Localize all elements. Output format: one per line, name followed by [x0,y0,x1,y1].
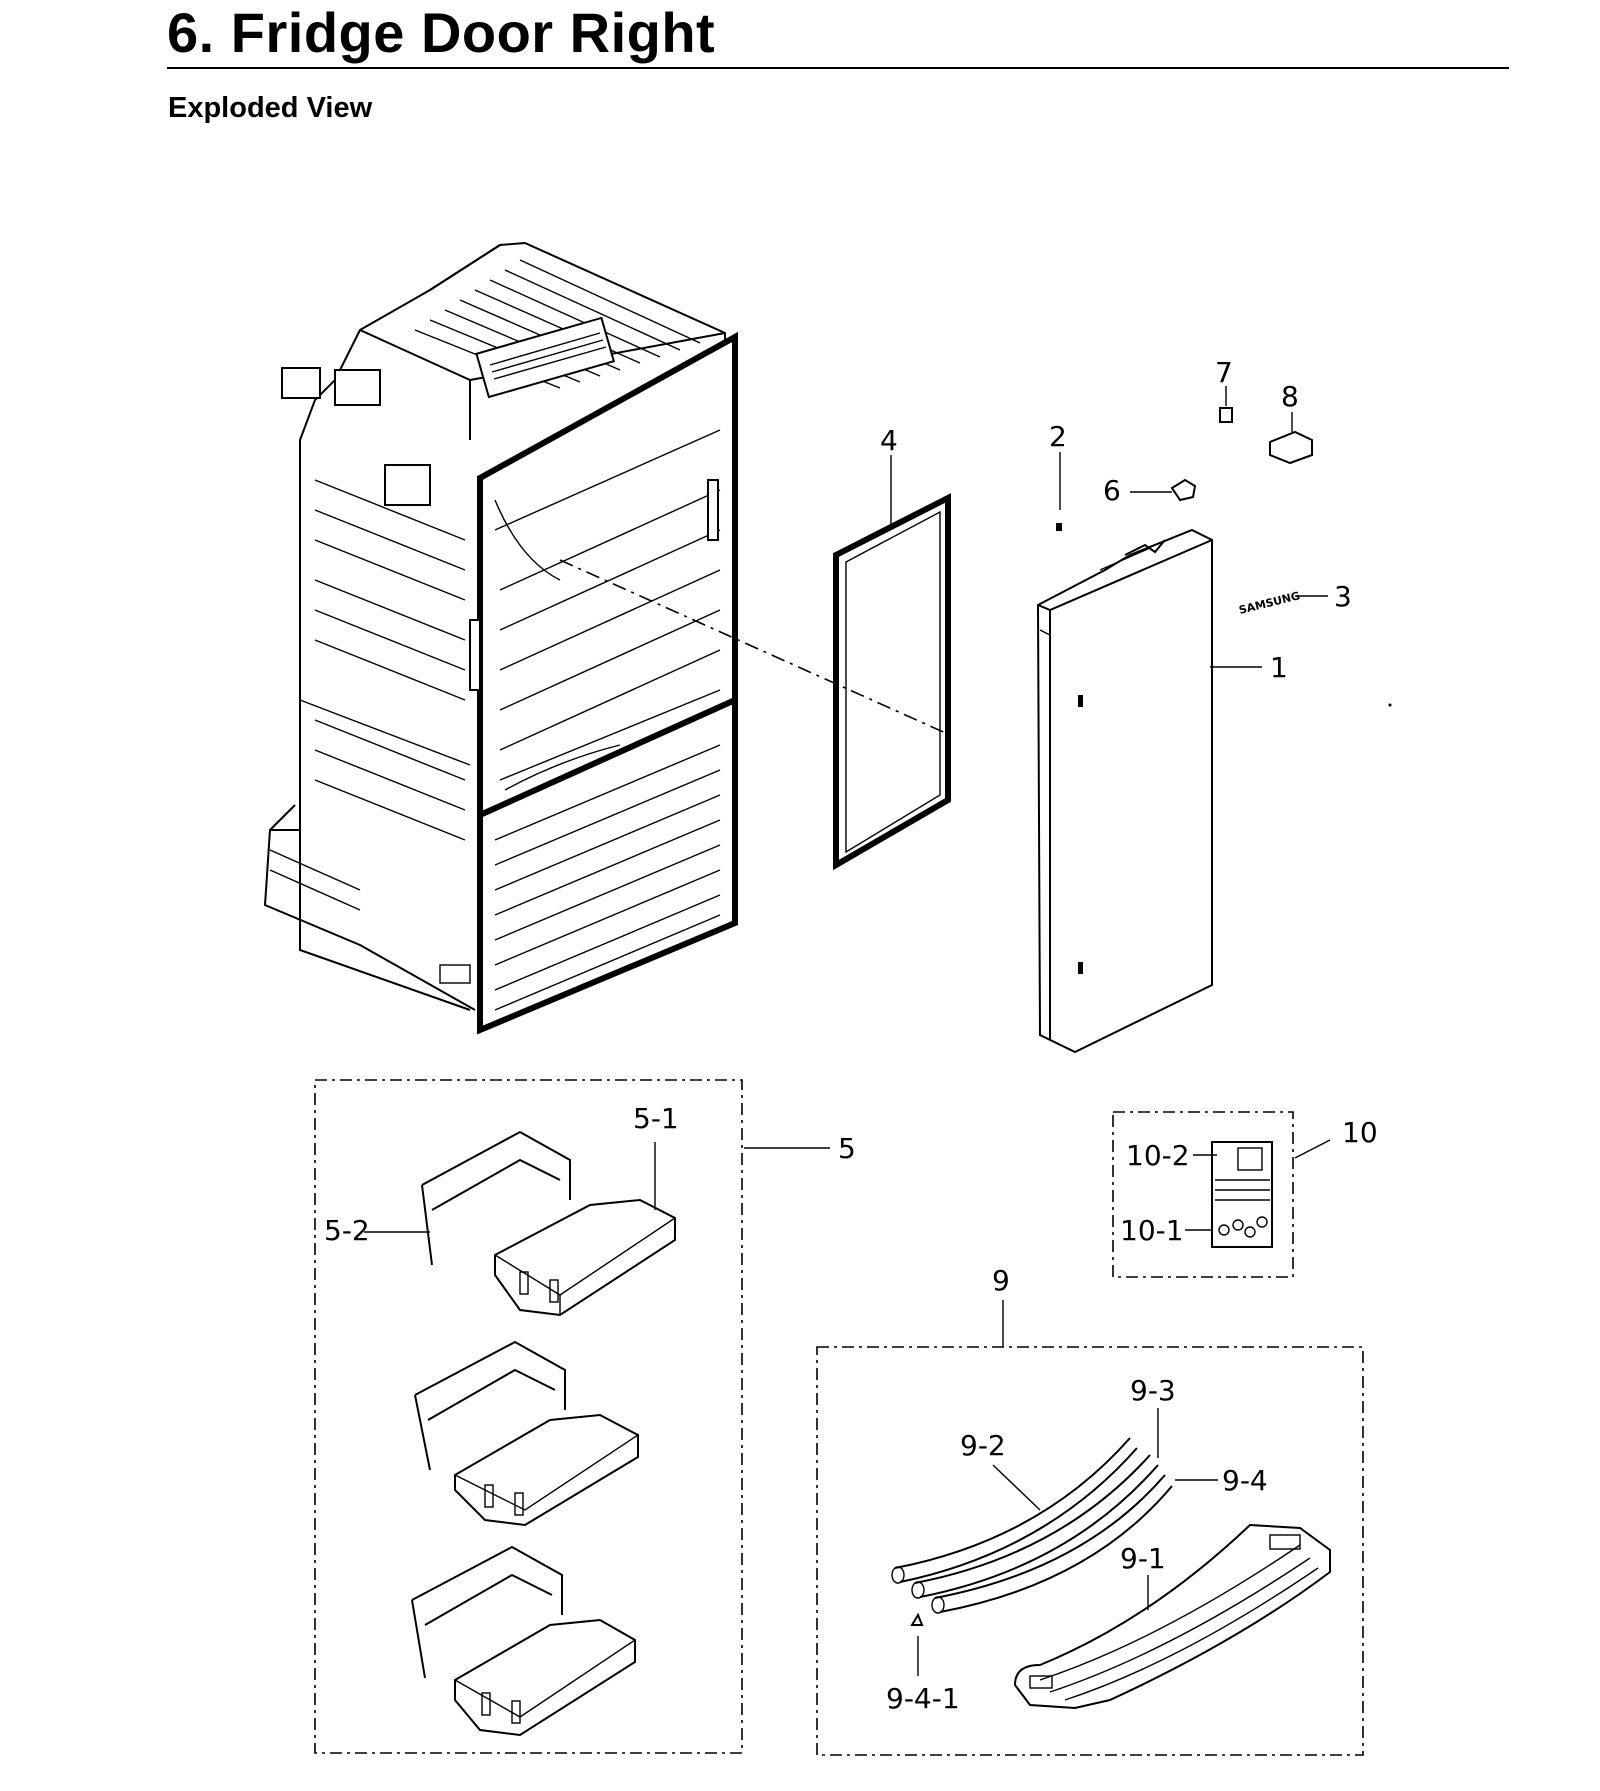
alignment-line [559,559,951,736]
callout-9-4: 9-4 [1222,1464,1268,1497]
callout-5-1: 5-1 [633,1102,679,1135]
callout-9-3: 9-3 [1130,1374,1176,1407]
refrigerator-cabinet [263,241,738,1035]
callout-7: 7 [1215,356,1233,389]
callout-9-2: 9-2 [960,1429,1006,1462]
fridge-door [1036,528,1213,1054]
hinge-cap [1170,478,1197,502]
bin-group-box [314,1079,743,1754]
small-cap [1219,407,1233,423]
leader-10 [1294,1139,1331,1159]
handle-base [1013,1523,1331,1710]
door-bin-set [414,1340,639,1527]
callout-9-4-1: 9-4-1 [886,1682,960,1715]
door-pin [1056,523,1062,531]
callout-5-2: 5-2 [324,1214,370,1247]
callout-8: 8 [1281,380,1299,413]
page-title: 6. Fridge Door Right [167,1,716,64]
handle-tubes [891,1437,1173,1614]
door-bin-set [411,1545,636,1737]
callout-1: 1 [1270,651,1288,684]
callout-6: 6 [1103,474,1121,507]
door-bin-set [421,1130,676,1317]
callout-10-2: 10-2 [1126,1139,1190,1172]
upper-hinge [1269,430,1313,465]
stray-dot [1388,703,1392,707]
callout-9: 9 [992,1264,1010,1297]
callout-4: 4 [880,424,898,457]
door-gasket [833,493,951,871]
hardware-kit [1211,1141,1273,1248]
callout-3: 3 [1334,580,1352,613]
end-cap [910,1612,924,1626]
callout-5: 5 [838,1132,856,1165]
kit-box [1112,1111,1294,1278]
title-rule [167,67,1509,69]
callout-2: 2 [1049,420,1067,453]
callout-9-1: 9-1 [1120,1542,1166,1575]
samsung-logo: SAMSUNG [1238,589,1302,617]
callout-10-1: 10-1 [1120,1214,1184,1247]
leader-9-2 [992,1464,1041,1511]
page-subtitle: Exploded View [168,92,373,124]
handle-group-box [816,1346,1364,1756]
callout-10: 10 [1342,1116,1378,1149]
